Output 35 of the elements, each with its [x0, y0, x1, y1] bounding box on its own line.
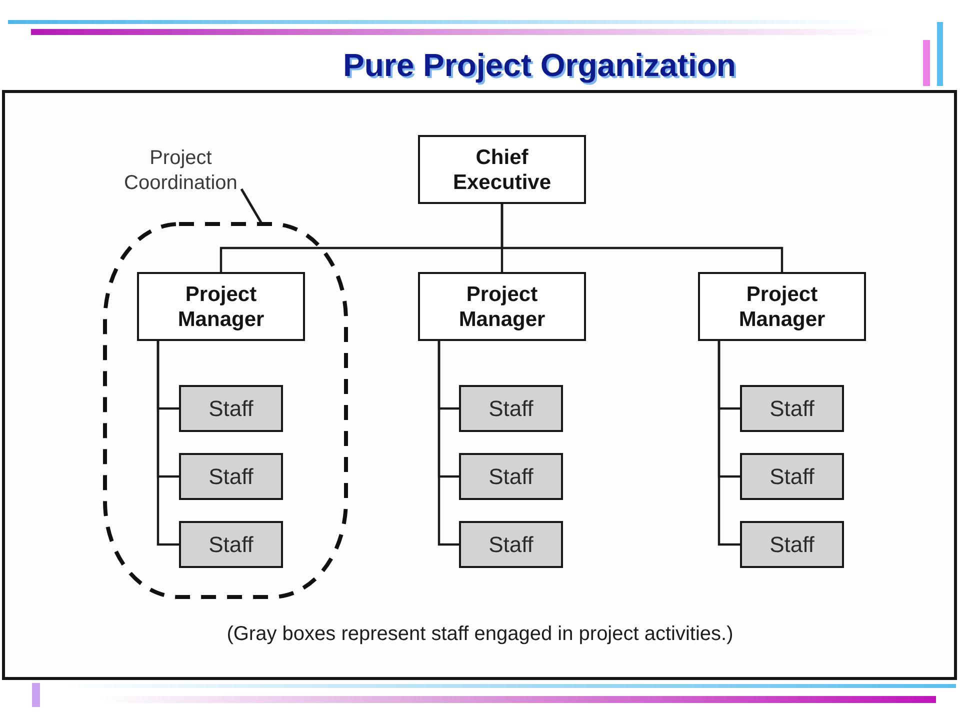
- staff-label: Staff: [208, 396, 254, 421]
- connector-line: [438, 341, 459, 546]
- dashed-boundary: [103, 222, 348, 599]
- position-title: Chief Executive: [452, 144, 552, 194]
- staff-box: [179, 385, 283, 432]
- staff-box: [459, 453, 563, 500]
- staff-label: Staff: [208, 532, 254, 557]
- staff-box: [740, 385, 844, 432]
- position-title: Project Manager: [738, 282, 826, 332]
- staff-label: Staff: [770, 396, 814, 421]
- slide-title: Pure Project Organization: [343, 47, 736, 84]
- staff-box: [740, 521, 844, 568]
- staff-label: Staff: [488, 464, 534, 489]
- position-box: [137, 272, 305, 341]
- staff-label: Staff: [208, 464, 254, 489]
- staff-label: Staff: [488, 396, 534, 421]
- connector-line: [500, 204, 784, 272]
- annotation-label: Project Coordination: [124, 146, 238, 196]
- staff-box: [179, 521, 283, 568]
- staff-label: Staff: [488, 532, 534, 557]
- staff-box: [459, 385, 563, 432]
- position-title: Project Manager: [176, 282, 266, 332]
- connector-line: [156, 341, 179, 546]
- position-box: [418, 272, 586, 341]
- leader-line: [240, 188, 264, 225]
- position-title: Project Manager: [458, 282, 546, 332]
- connector-line: [718, 341, 740, 546]
- position-box: [698, 272, 866, 341]
- staff-label: Staff: [770, 532, 814, 557]
- staff-label: Staff: [770, 464, 814, 489]
- caption: (Gray boxes represent staff engaged in project activities.): [226, 623, 734, 646]
- staff-box: [740, 453, 844, 500]
- staff-box: [179, 453, 283, 500]
- staff-box: [459, 521, 563, 568]
- position-box: [418, 135, 586, 204]
